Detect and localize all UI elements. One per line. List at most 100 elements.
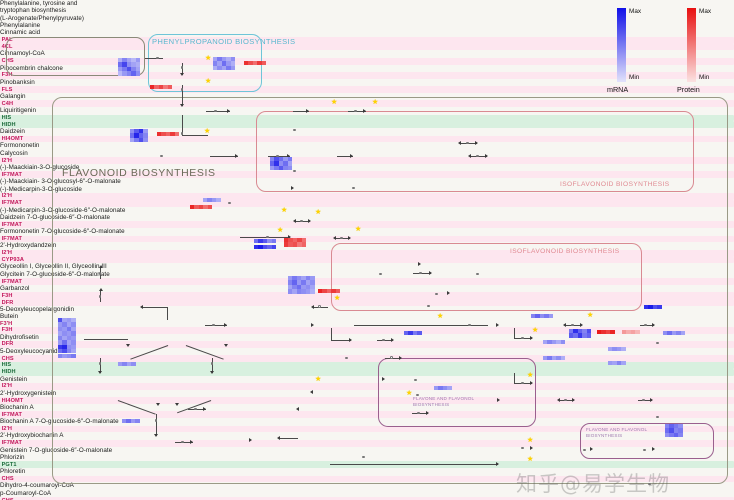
arrowhead-hydroxygenistein (418, 262, 421, 266)
line-dhk-kaempferol (514, 328, 515, 338)
reaction-node-biochanin-malonate (476, 272, 479, 276)
reaction-node-c12rt1-neo (390, 356, 393, 359)
star-dfr-leucodelphinidin: ★ (527, 456, 534, 463)
heatmap-cell (292, 284, 297, 290)
line-leuco-afzelechin (640, 325, 654, 326)
heatmap-cell (122, 419, 127, 424)
reaction-node-dfr-fisetin (340, 236, 343, 240)
arrowhead-caffeoyl-coa-right (175, 403, 179, 406)
heatmap-cell (301, 242, 307, 247)
heatmap-cell (66, 322, 72, 327)
heatmap-coumaroyl-mrna (58, 318, 76, 358)
reaction-node-pal (180, 66, 184, 69)
heatmap-f3h-mid-mrna (543, 340, 566, 345)
reaction-node-chs-pino (214, 109, 217, 113)
heatmap-cell (310, 289, 315, 294)
heatmap-cell (322, 289, 327, 294)
line-c3h-shikimic (100, 358, 101, 373)
heatmap-cell (71, 353, 76, 358)
star-f3h-garbanzol: ★ (281, 207, 288, 214)
arrowhead-naringenin (311, 323, 314, 327)
enzyme-chs-butein: CHS (0, 355, 734, 363)
arrowhead-leucocyanidin (572, 398, 575, 402)
compound-phlorizin: Phlorizin (0, 454, 25, 462)
arrowhead-formononetin (287, 154, 290, 158)
arrowhead-naringin (391, 338, 394, 342)
heatmap-cell (283, 161, 288, 166)
heatmap-cell (678, 428, 683, 433)
heatmap-cell (543, 356, 548, 361)
arrow-phe-to-cinnamic (182, 63, 183, 75)
heatmap-cell (118, 62, 123, 67)
heatmap-cell (118, 66, 123, 72)
star-dfr-dhk: ★ (587, 312, 594, 319)
line-luteolin-scolymoside (412, 413, 428, 414)
heatmap-kaempferol-mrna (569, 329, 592, 338)
heatmap-cell (412, 331, 418, 336)
heatmap-cell (262, 245, 268, 250)
arrowhead-daidzein (235, 154, 238, 158)
heatmap-cell (616, 361, 622, 366)
heatmap-cell (326, 289, 332, 294)
heatmap-cell (66, 331, 72, 336)
heatmap-cell (669, 428, 674, 433)
heatmap-cell (271, 239, 277, 244)
arrowhead-apiforol (311, 305, 314, 309)
heatmap-cell (547, 356, 552, 361)
heatmap-cell (118, 71, 123, 76)
heatmap-cell (292, 276, 297, 281)
flavone-flavonol-label-1b: BIOSYNTHESIS (413, 402, 450, 407)
legend-mrna-max: Max (629, 8, 642, 15)
heatmap-if7mat-mrna (203, 198, 221, 203)
star-fls-myricetin: ★ (527, 437, 534, 444)
heatmap-cell (544, 314, 549, 319)
heatmap-cell (244, 61, 249, 66)
heatmap-cell (135, 419, 140, 424)
heatmap-cell (301, 284, 306, 290)
heatmap-cell (296, 280, 302, 285)
enzyme-his-genistein: HIS (0, 362, 734, 369)
isoflavonoid-mid-compartment (331, 243, 642, 311)
arrowhead-luteoforol (310, 390, 313, 394)
enzyme-f3h-dihydrofisetin: F3H (0, 326, 734, 334)
arrowhead-pinocembrin (227, 109, 230, 113)
heatmap-cell (288, 289, 293, 294)
heatmap-cell (270, 165, 275, 171)
line-cinnamoyl-down (182, 115, 183, 135)
line-cinnamoyl-pinocembrin (206, 111, 230, 112)
heatmap-phenylalanine-mrna-2 (213, 57, 236, 71)
star-f3h-luteolin: ★ (406, 390, 413, 397)
upstream-compartment (6, 37, 145, 76)
heatmap-cell (254, 239, 259, 244)
heatmap-cell (126, 62, 132, 67)
heatmap-cell (665, 428, 670, 433)
heatmap-cell (274, 157, 279, 162)
heatmap-cell (305, 289, 311, 294)
compound-glyceollins: Glyceollin I, Glyceollin II, Glyceollin … (0, 263, 107, 271)
reaction-node-f3h-dhk (468, 323, 471, 327)
heatmap-cell (292, 289, 297, 294)
heatmap-apigenin-mrna (434, 386, 452, 391)
arrowhead-maackiain-malonate (485, 154, 488, 158)
line-hesperetin-neo (385, 357, 401, 359)
heatmap-cell (556, 340, 561, 345)
heatmap-cell (287, 165, 293, 171)
reaction-node-dfr-apiforol (318, 305, 321, 308)
reaction-node-4cl (180, 88, 184, 91)
heatmap-cell (194, 205, 199, 210)
heatmap-cell (230, 61, 236, 66)
reaction-node-daidzein-malonate (293, 128, 296, 132)
reaction-node-epicatechin (656, 415, 659, 419)
heatmap-cell (62, 331, 67, 336)
heatmap-cell (318, 289, 323, 294)
heatmap-cell (560, 340, 566, 345)
reaction-node-dfr-dhq (564, 398, 567, 402)
heatmap-cell (258, 239, 263, 244)
reaction-node-genistein (379, 272, 382, 276)
legend-mrna-min: Min (629, 74, 640, 81)
heatmap-cell (569, 329, 574, 334)
compound-daidzein: Daidzein (0, 128, 25, 136)
heatmap-cell (170, 132, 175, 137)
arrowhead-dihydro-coumaroyl (140, 305, 143, 309)
reaction-node-medicarpin (466, 141, 469, 145)
